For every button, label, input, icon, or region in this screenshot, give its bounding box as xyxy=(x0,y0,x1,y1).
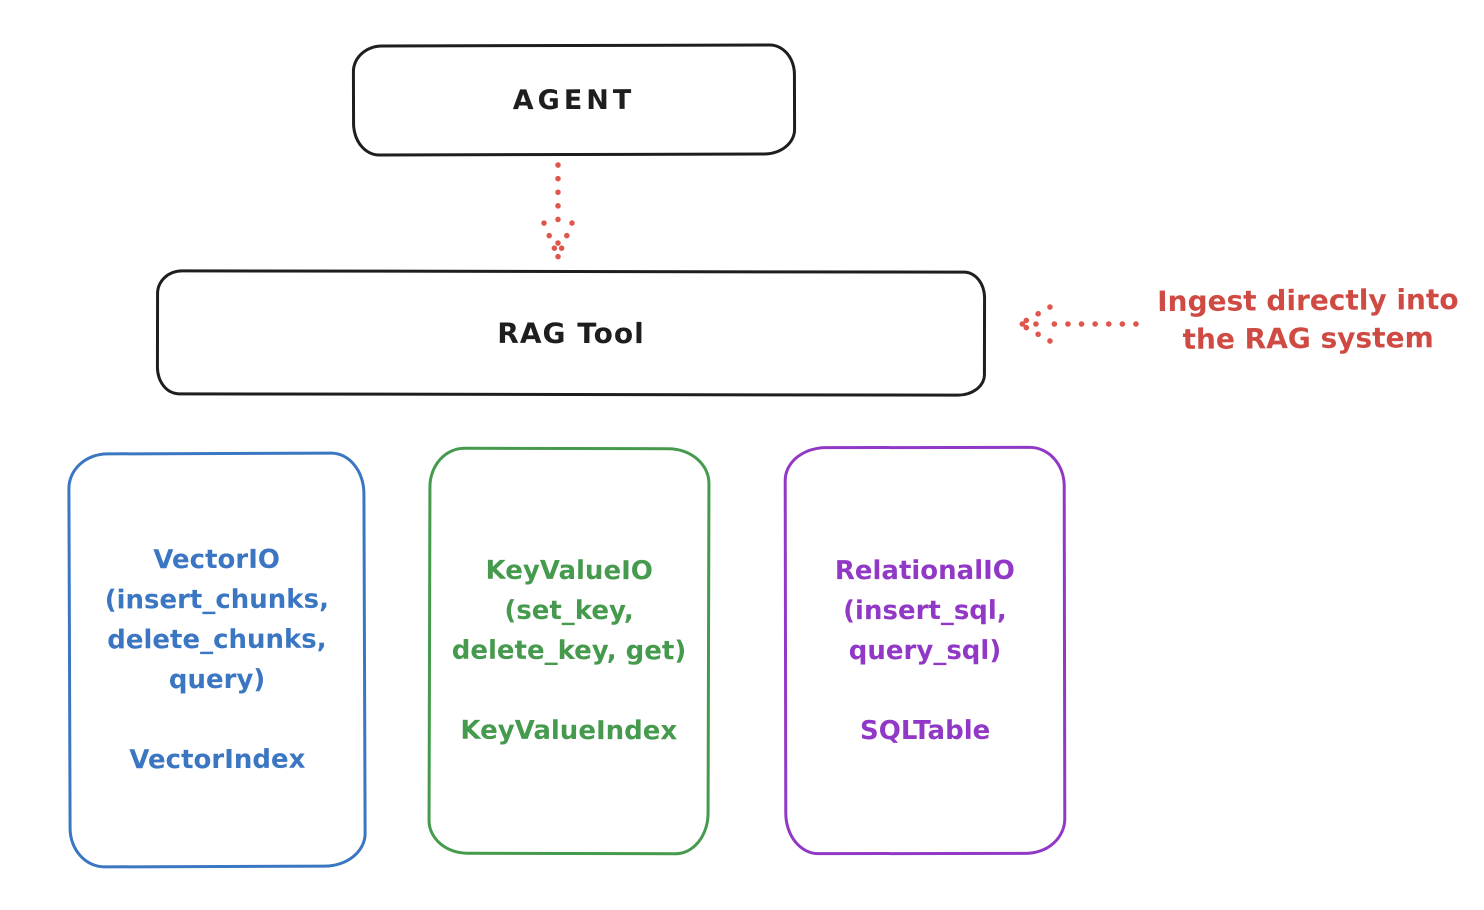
left-dotted-arrow-icon xyxy=(1017,304,1139,344)
agent-box: AGENT xyxy=(351,43,797,157)
ingest-annotation: Ingest directly into the RAG system xyxy=(1157,282,1459,356)
down-dotted-arrow-icon xyxy=(541,162,575,261)
sql-table-label: SQLTable xyxy=(860,715,991,746)
vector-io-box: VectorIO (insert_chunks, delete_chunks, … xyxy=(67,451,367,869)
vector-index-label: VectorIndex xyxy=(129,744,306,776)
keyvalue-io-interface-label: KeyValueIO (set_key, delete_key, get) xyxy=(451,555,687,667)
rag-tool-box: RAG Tool xyxy=(155,269,987,397)
keyvalue-index-label: KeyValueIndex xyxy=(460,715,678,747)
agent-box-label: AGENT xyxy=(512,84,636,116)
rag-tool-box-label: RAG Tool xyxy=(497,316,645,350)
vector-io-interface-label: VectorIO (insert_chunks, delete_chunks, … xyxy=(104,544,329,696)
keyvalue-io-box: KeyValueIO (set_key, delete_key, get) Ke… xyxy=(427,446,711,856)
relational-io-interface-label: RelationalIO (insert_sql, query_sql) xyxy=(834,555,1015,666)
relational-io-box: RelationalIO (insert_sql, query_sql) SQL… xyxy=(783,445,1067,856)
